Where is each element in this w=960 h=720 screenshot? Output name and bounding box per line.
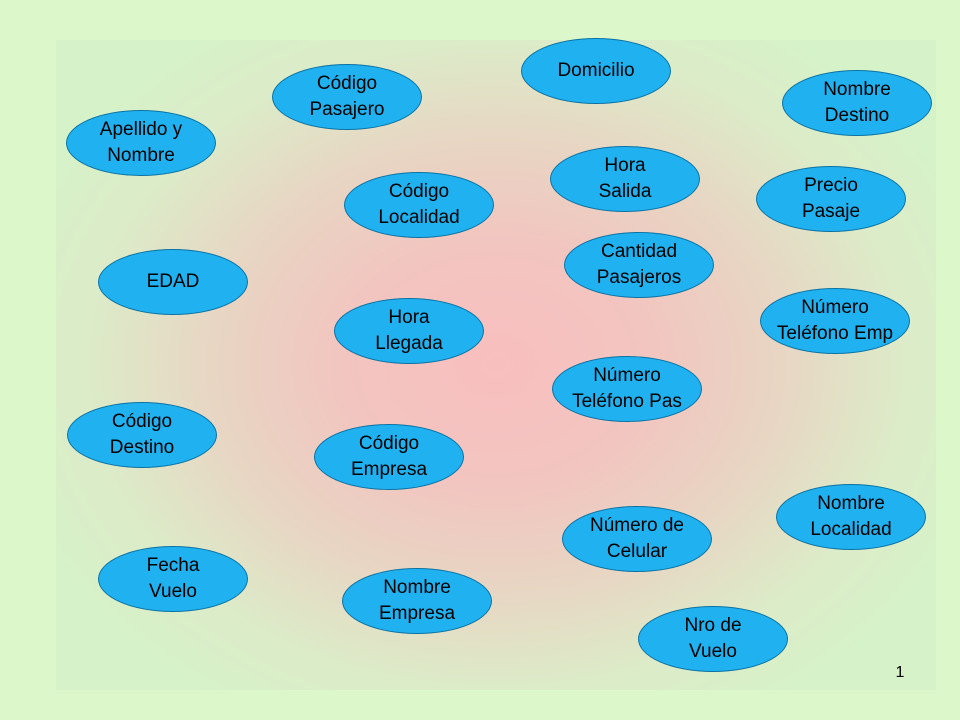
page-number: 1: [895, 664, 905, 681]
node-label-line: Nombre: [817, 493, 885, 514]
node-numero-telefono-pas: Número Teléfono Pas: [552, 356, 702, 422]
node-numero-celular: Número de Celular: [562, 506, 712, 572]
node-label-line: Número: [801, 297, 869, 318]
node-label-line: Destino: [824, 105, 890, 126]
node-label-line: Precio: [804, 175, 858, 196]
node-label-line: Teléfono Emp: [776, 323, 894, 344]
node-label-line: Hora: [604, 155, 646, 176]
node-nro-vuelo: Nro de Vuelo: [638, 606, 788, 672]
node-precio-pasaje: Precio Pasaje: [756, 166, 906, 232]
node-label-line: Hora: [388, 307, 430, 328]
node-label-line: Código: [388, 181, 450, 202]
node-label-line: Nro de: [684, 615, 742, 636]
node-label-line: Vuelo: [149, 581, 197, 602]
node-label-line: Código: [111, 411, 173, 432]
node-label-line: Salida: [598, 181, 652, 202]
node-label-line: EDAD: [146, 271, 200, 292]
node-label-line: Código: [316, 73, 378, 94]
node-label-line: Domicilio: [557, 60, 635, 81]
node-label-line: Código: [358, 433, 420, 454]
node-label-line: Pasajero: [309, 99, 385, 120]
node-label-line: Teléfono Pas: [572, 391, 682, 412]
node-codigo-destino: Código Destino: [67, 402, 217, 468]
node-label-line: Celular: [606, 541, 668, 562]
node-fecha-vuelo: Fecha Vuelo: [98, 546, 248, 612]
node-codigo-pasajero: Código Pasajero: [272, 64, 422, 130]
node-domicilio: Domicilio: [521, 38, 671, 104]
node-label-line: Localidad: [810, 519, 892, 540]
node-apellido-nombre: Apellido y Nombre: [66, 110, 216, 176]
node-hora-llegada: Hora Llegada: [334, 298, 484, 364]
node-nombre-destino: Nombre Destino: [782, 70, 932, 136]
node-label-line: Empresa: [378, 603, 456, 624]
node-label-line: Cantidad: [600, 241, 678, 262]
node-label-line: Fecha: [146, 555, 200, 576]
node-label-line: Pasajeros: [596, 267, 682, 288]
node-label-line: Número: [593, 365, 661, 386]
node-label-line: Apellido y: [99, 119, 183, 140]
node-edad: EDAD: [98, 249, 248, 315]
node-cantidad-pasajeros: Cantidad Pasajeros: [564, 232, 714, 298]
node-label-line: Pasaje: [801, 201, 861, 222]
node-label-line: Empresa: [350, 459, 428, 480]
node-label-line: Localidad: [378, 207, 460, 228]
node-nombre-localidad: Nombre Localidad: [776, 484, 926, 550]
node-label-line: Vuelo: [689, 641, 737, 662]
node-label-line: Llegada: [375, 333, 443, 354]
node-label-line: Nombre: [823, 79, 891, 100]
node-codigo-empresa: Código Empresa: [314, 424, 464, 490]
node-hora-salida: Hora Salida: [550, 146, 700, 212]
node-label-line: Destino: [109, 437, 175, 458]
node-nombre-empresa: Nombre Empresa: [342, 568, 492, 634]
node-label-line: Número de: [590, 515, 684, 536]
node-label-line: Nombre: [383, 577, 451, 598]
node-numero-telefono-emp: Número Teléfono Emp: [760, 288, 910, 354]
node-codigo-localidad: Código Localidad: [344, 172, 494, 238]
node-label-line: Nombre: [107, 145, 175, 166]
